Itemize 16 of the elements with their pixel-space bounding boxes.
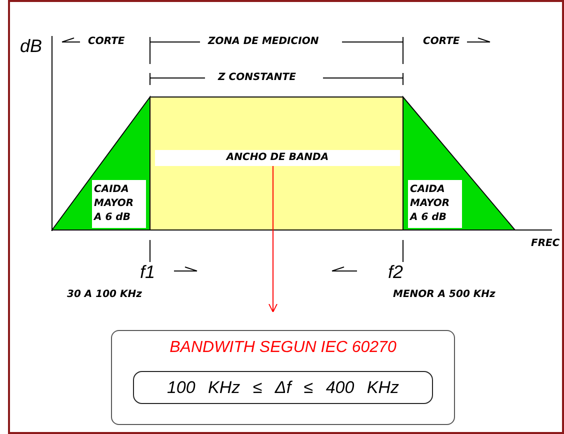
note-box: CAIDA MAYOR A 6 dB <box>92 180 146 228</box>
frequency-range-label: MENOR A 500 KHz <box>393 289 496 301</box>
frequency-label: f1 <box>140 262 156 282</box>
axis-label: FREC <box>531 238 560 250</box>
band-label: ANCHO DE BANDA <box>155 150 400 166</box>
arrow <box>268 166 278 312</box>
frequency-range-label: 30 A 100 KHz <box>67 289 142 301</box>
note-box: CAIDA MAYOR A 6 dB <box>408 180 462 228</box>
axis-label: dB <box>20 36 42 56</box>
dimension-label: Z CONSTANTE <box>218 72 296 84</box>
region-label: CORTE <box>423 36 460 48</box>
dimension-label: ZONA DE MEDICION <box>208 36 319 48</box>
standard-panel: BANDWITH SEGUN IEC 60270 100 KHz ≤ Δf ≤ 400 KHz <box>111 330 455 425</box>
region-label: CORTE <box>88 36 125 48</box>
formula-box: 100 KHz ≤ Δf ≤ 400 KHz <box>133 371 433 404</box>
frequency-label: f2 <box>388 262 404 282</box>
